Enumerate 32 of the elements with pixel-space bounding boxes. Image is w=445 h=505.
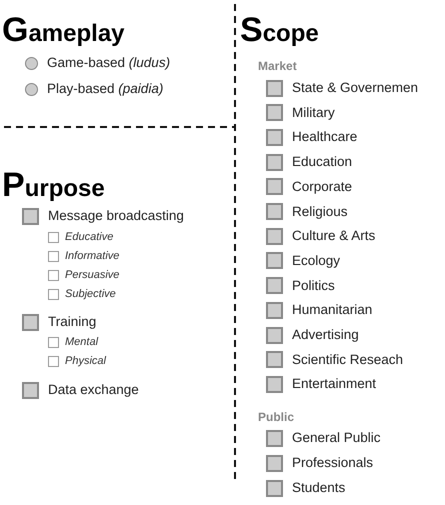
item-text: Ecology	[292, 252, 340, 270]
subitem-text: Mental	[65, 335, 98, 350]
subitem-text: Educative	[65, 230, 114, 245]
item-text: Advertising	[292, 326, 359, 344]
item-text: Religious	[292, 202, 348, 220]
item-text: Humanitarian	[292, 301, 372, 320]
item-text: Play-based (paidia)	[47, 80, 164, 98]
subitem-text: Informative	[65, 249, 120, 264]
item-text: Politics	[292, 276, 335, 295]
item-text: Message broadcasting	[48, 207, 184, 225]
subitem-text: Persuasive	[65, 268, 120, 283]
item-text: State & Governemen	[292, 79, 418, 97]
item-text: Corporate	[292, 178, 352, 196]
item-text: General Public	[292, 429, 381, 447]
subitem-text: Physical	[65, 354, 106, 369]
subitem-text: Subjective	[65, 287, 116, 302]
group-heading: Public	[258, 409, 294, 425]
item-text: Entertainment	[292, 375, 376, 394]
item-text: Training	[48, 313, 96, 331]
item-text: Scientific Reseach	[292, 350, 404, 369]
item-text: Students	[292, 479, 346, 497]
section-heading: Gameplay	[2, 15, 125, 49]
item-text: Military	[292, 104, 335, 122]
section-heading: Scope	[240, 15, 319, 49]
group-heading: Market	[258, 58, 297, 74]
item-text: Culture & Arts	[292, 227, 376, 246]
item-text: Game-based (ludus)	[47, 54, 170, 72]
item-text: Professionals	[292, 454, 374, 472]
item-text: Education	[292, 153, 352, 172]
item-text: Data exchange	[48, 381, 139, 399]
section-heading: Purpose	[2, 170, 105, 204]
item-text: Healthcare	[292, 128, 358, 146]
